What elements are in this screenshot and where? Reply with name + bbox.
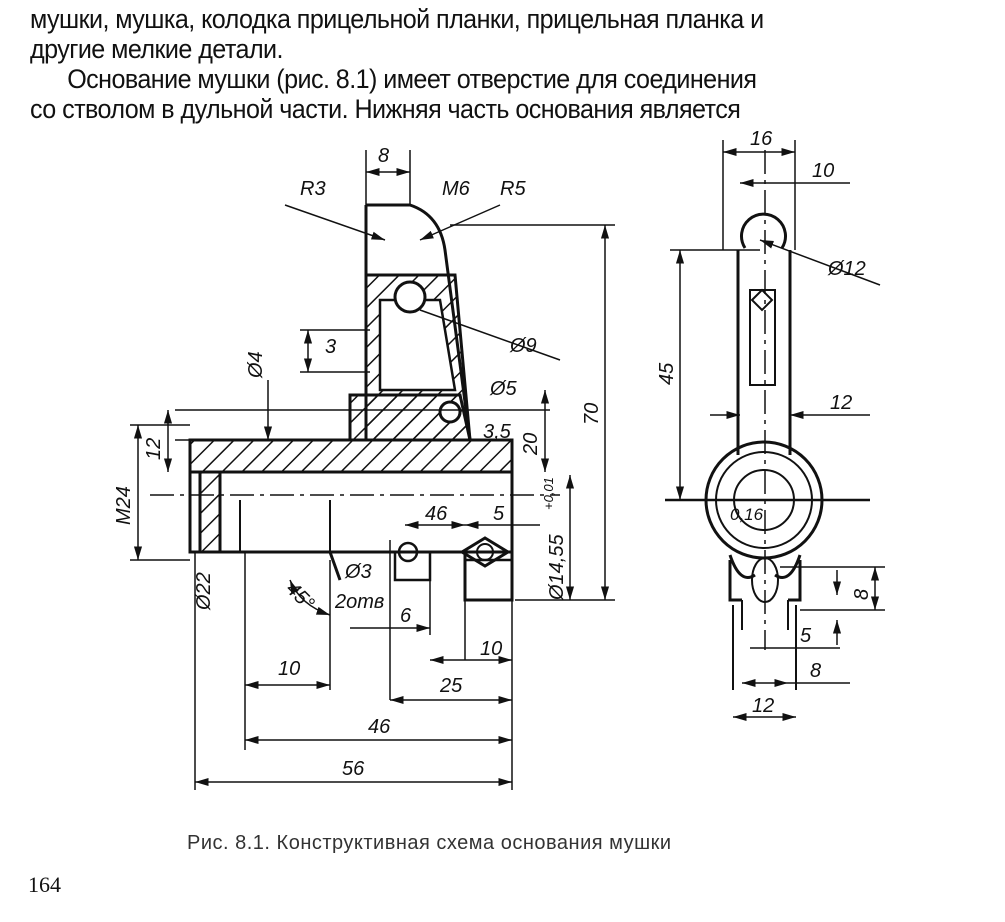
dim-label: Ø4 [245, 351, 267, 379]
front-view-labels: 8 R3 M6 R5 70 Ø9 3 Ø4 Ø5 3,5 20 12 M24 Ø… [113, 145, 603, 780]
dim-label: Ø9 [509, 335, 537, 357]
dim-label: 45 [656, 362, 678, 385]
drawing-line [419, 309, 561, 361]
drawing-line [438, 400, 462, 424]
dim-label: 25 [439, 675, 463, 697]
technical-drawing: 8 R3 M6 R5 70 Ø9 3 Ø4 Ø5 3,5 20 12 M24 Ø… [113, 128, 885, 790]
dim-label: 3,5 [483, 421, 512, 443]
drawing-line [188, 470, 514, 554]
dim-label: 8 [378, 145, 389, 167]
dim-label: 2отв [334, 591, 384, 613]
text-line: другие мелкие детали. [30, 34, 283, 64]
paragraph-1: мушки, мушка, колодка прицельной планки,… [30, 4, 914, 64]
dim-label: 10 [812, 160, 834, 182]
dim-label: Ø12 [827, 258, 866, 280]
drawing-line [750, 288, 774, 312]
dim-label: 45° [281, 578, 318, 615]
dim-label: R3 [300, 178, 326, 200]
drawing-line [284, 204, 386, 241]
text-line: со стволом в дульной части. Нижняя часть… [30, 94, 741, 124]
dim-label: 6 [400, 605, 412, 627]
dim-label: 3 [325, 336, 336, 358]
dim-tolerance: +0,01 [541, 477, 556, 510]
side-view-labels: 16 10 Ø12 45 12 0,16 8 5 8 12 [656, 128, 873, 717]
dim-label: 70 [581, 403, 603, 425]
drawing-line [463, 558, 514, 602]
drawing-line [749, 289, 776, 386]
dim-label: 46 [368, 716, 391, 738]
front-view [150, 203, 560, 602]
dim-label: 10 [278, 658, 300, 680]
dim-label: Ø5 [489, 378, 518, 400]
dim-label: 8 [851, 589, 873, 600]
text-line: мушки, мушка, колодка прицельной планки,… [30, 4, 764, 34]
dim-label: 16 [750, 128, 773, 150]
drawing-line [459, 536, 511, 568]
drawing-line [759, 239, 881, 286]
dim-label: M6 [442, 178, 471, 200]
dim-label: 46 [425, 503, 448, 525]
side-view-dimensions [670, 140, 885, 722]
dim-label: 12 [143, 438, 165, 460]
dim-label: 12 [830, 392, 852, 414]
side-view [665, 150, 870, 690]
drawing-line [741, 600, 789, 630]
dim-label: Ø14,55 [546, 534, 568, 601]
dim-label: 8 [810, 660, 821, 682]
front-view-dimensions [130, 150, 615, 790]
drawing-line [348, 393, 472, 441]
dim-label: R5 [500, 178, 526, 200]
body-section [188, 438, 514, 474]
drawing-line [751, 557, 779, 603]
drawing-line [740, 212, 787, 249]
drawing-line [476, 543, 494, 561]
dim-label: 56 [342, 758, 365, 780]
hole-dia9 [393, 280, 427, 314]
drawing-line [393, 552, 432, 582]
drawing-line [736, 250, 792, 455]
text-line: Основание мушки (рис. 8.1) имеет отверст… [67, 64, 757, 94]
dim-label: M24 [113, 486, 135, 525]
page-number: 164 [28, 872, 61, 897]
figure-caption: Рис. 8.1. Конструктивная схема основания… [187, 832, 672, 854]
drawing-line [198, 470, 222, 554]
dim-label: 5 [493, 503, 505, 525]
dim-label: 0,16 [730, 505, 764, 524]
dim-label: 5 [800, 625, 812, 647]
dim-label: 10 [480, 638, 502, 660]
drawing-line [419, 204, 501, 241]
drawing-line [289, 579, 331, 616]
drawing-line [397, 541, 419, 563]
dim-label: 12 [752, 695, 774, 717]
dim-label: 20 [520, 433, 542, 456]
dim-label: Ø22 [193, 572, 215, 611]
drawing-line [728, 560, 802, 602]
paragraph-2: Основание мушки (рис. 8.1) имеет отверст… [30, 64, 914, 124]
dim-label: Ø3 [344, 561, 372, 583]
